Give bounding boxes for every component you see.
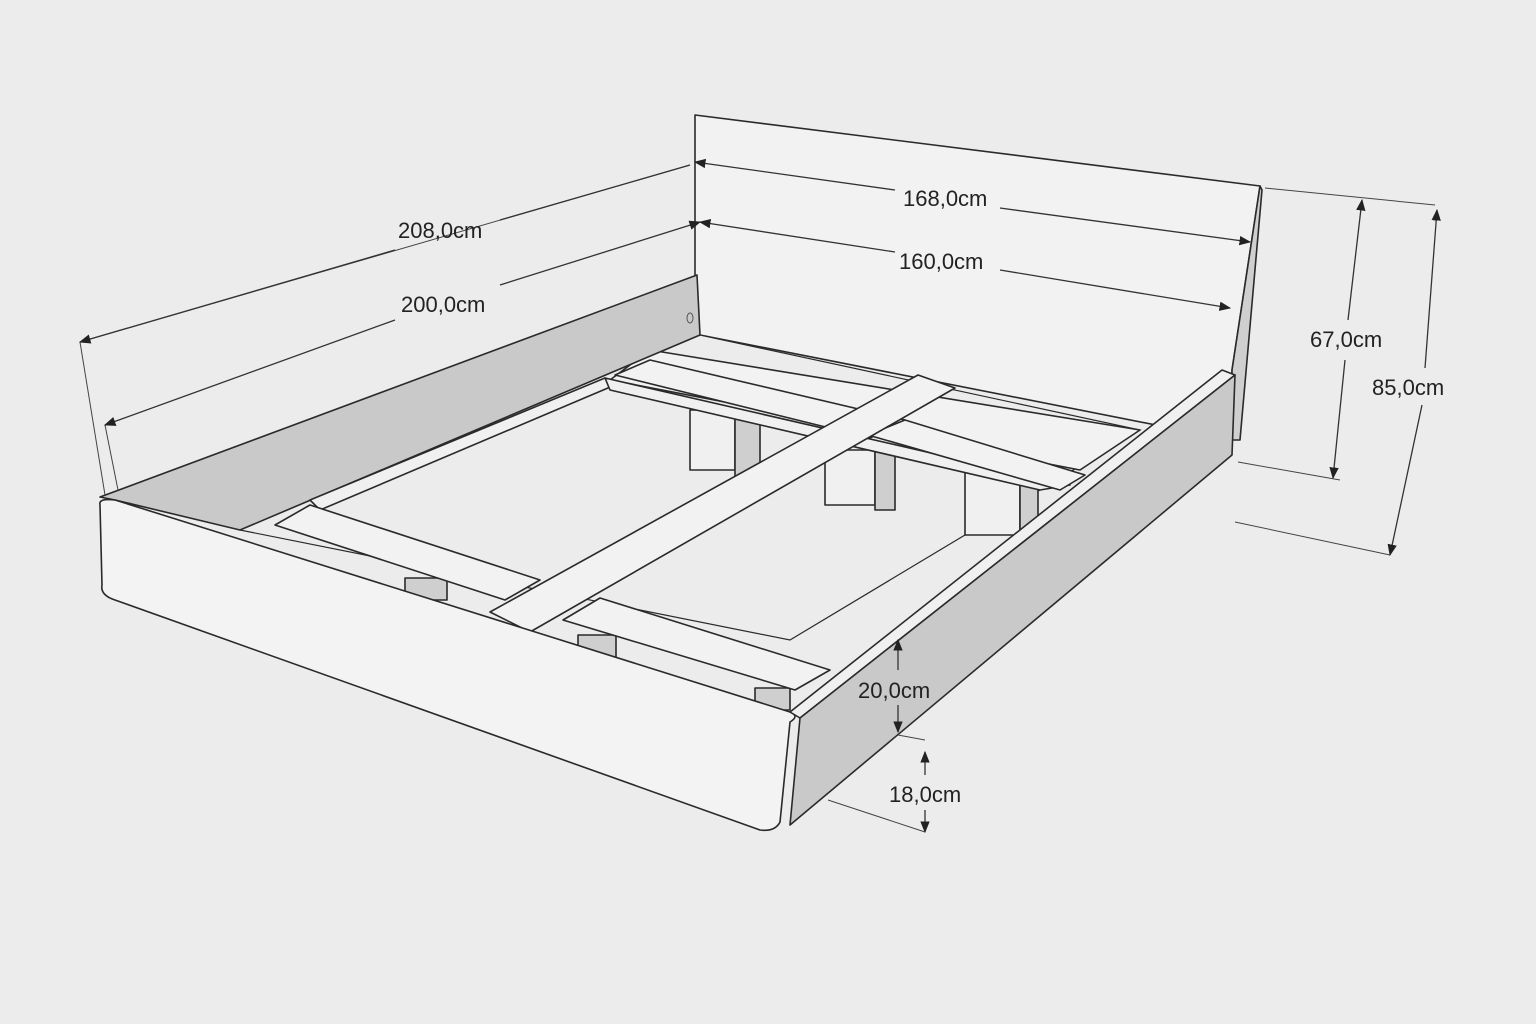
- footboard: [99, 498, 796, 832]
- headboard-height-label: 67,0cm: [1310, 327, 1382, 352]
- right-side-rail: [789, 369, 1236, 826]
- floor-clearance-label: 18,0cm: [889, 782, 961, 807]
- total-height-label: 85,0cm: [1372, 375, 1444, 400]
- overall-width-label: 168,0cm: [903, 186, 987, 211]
- support-legs: [404, 409, 1039, 711]
- dimension-lines: [78, 158, 1441, 834]
- mattress-length-label: 200,0cm: [401, 292, 485, 317]
- frame-height-label: 20,0cm: [858, 678, 930, 703]
- slats: [274, 359, 1086, 691]
- overall-length-label: 208,0cm: [398, 218, 482, 243]
- mattress-width-label: 160,0cm: [899, 249, 983, 274]
